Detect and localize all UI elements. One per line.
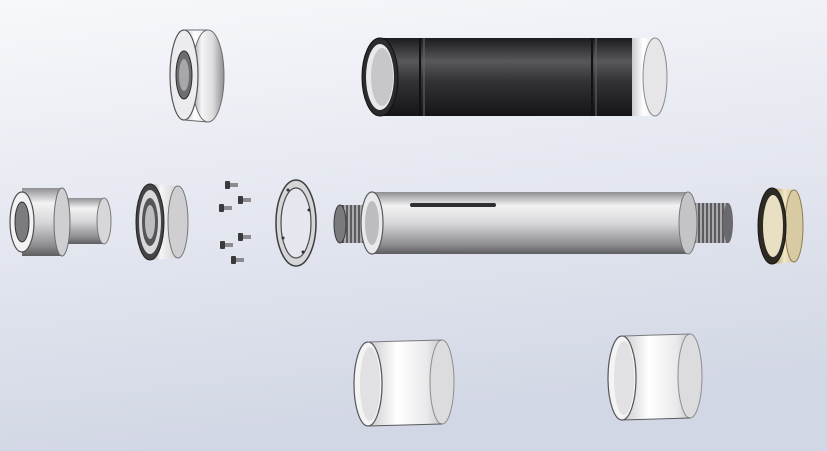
bronze-bushing[interactable] (757, 187, 804, 265)
screw-3[interactable] (219, 204, 232, 212)
spacer-sleeve-right[interactable] (607, 333, 703, 421)
screw-6[interactable] (231, 256, 244, 264)
screw-2[interactable] (238, 196, 251, 204)
main-shaft[interactable] (333, 191, 733, 255)
dark-sleeve-tube[interactable] (361, 37, 668, 117)
top-bearing-ring[interactable] (169, 29, 225, 123)
ball-bearing[interactable] (135, 183, 189, 261)
screw-set[interactable] (219, 181, 251, 264)
spacer-sleeve-left[interactable] (353, 339, 455, 427)
screw-4[interactable] (238, 233, 251, 241)
shaft-keyway-slot (410, 203, 496, 207)
stepped-bushing[interactable] (9, 187, 112, 257)
screw-1[interactable] (225, 181, 238, 189)
screw-5[interactable] (220, 241, 233, 249)
flange-gasket[interactable] (275, 179, 317, 267)
